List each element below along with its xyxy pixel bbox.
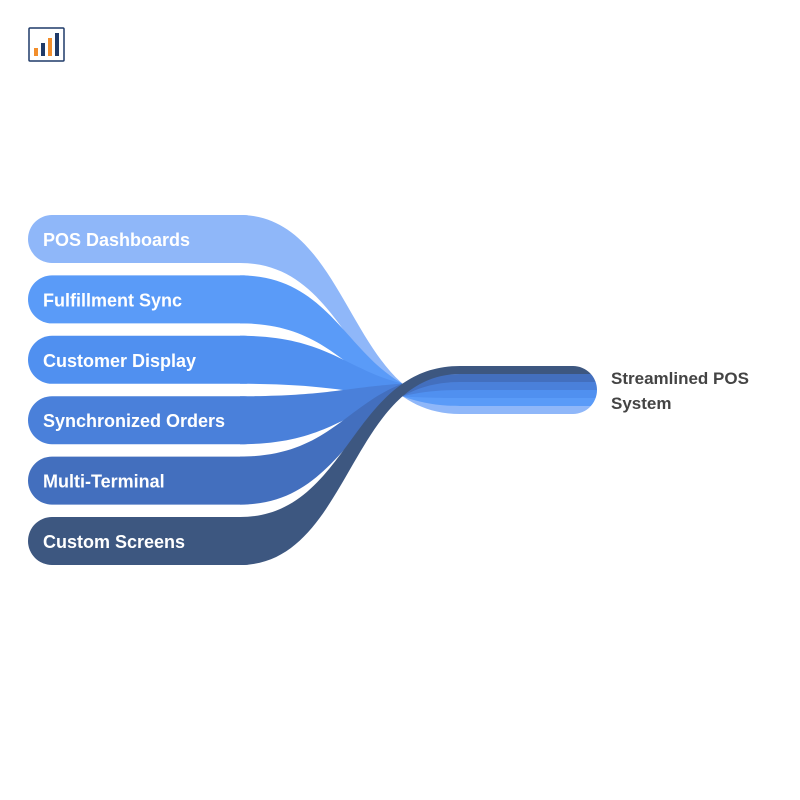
target-label: Streamlined POS System [611,369,754,413]
flow-link [240,366,597,565]
flow-link [240,382,597,445]
source-label: POS Dashboards [43,230,190,250]
source-label: Customer Display [43,351,196,371]
source-node [28,335,268,384]
source-node [28,517,268,565]
source-label: Multi-Terminal [43,472,165,492]
flow-synchronized-orders [28,382,597,445]
source-node [28,275,268,324]
source-node [28,456,268,505]
source-node [28,396,268,445]
flow-fulfillment-sync [28,275,597,406]
flow-link [240,275,597,406]
flow-pos-dashboards [28,215,597,414]
flow-link [240,215,597,414]
source-label: Synchronized Orders [43,411,225,431]
flow-link [240,335,597,398]
flow-link [240,374,597,505]
flow-custom-screens [28,366,597,565]
source-label: Fulfillment Sync [43,290,182,310]
flow-customer-display [28,335,597,398]
source-label: Custom Screens [43,532,185,552]
flow-multi-terminal [28,374,597,505]
logo [28,27,65,62]
source-node [28,215,268,263]
